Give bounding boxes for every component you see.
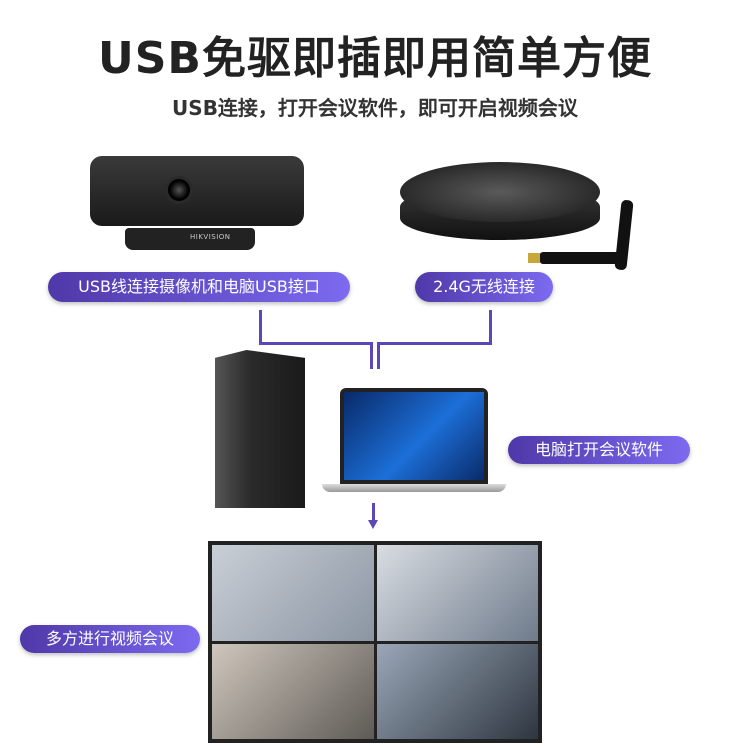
video-feed-panel	[376, 643, 538, 739]
usb-dongle	[540, 252, 620, 264]
connector-line	[489, 310, 492, 345]
webcam-mount	[125, 228, 255, 250]
arrow-down-icon	[372, 503, 375, 523]
antenna	[614, 199, 634, 271]
webcam-body	[90, 156, 304, 226]
laptop-screen	[340, 388, 488, 484]
wireless-connection-label: 2.4G无线连接	[415, 272, 553, 302]
speakerphone-top	[400, 162, 600, 222]
conference-display-image	[208, 541, 542, 743]
desktop-tower-image	[215, 350, 305, 508]
page-subtitle: USB连接，打开会议软件，即可开启视频会议	[172, 96, 578, 120]
connector-line	[259, 342, 373, 345]
windows-desktop	[344, 392, 484, 480]
video-feed-panel	[212, 643, 374, 739]
page-title: USB免驱即插即用简单方便	[98, 33, 652, 84]
usb-dongle-connector	[528, 253, 542, 263]
connector-line	[377, 342, 380, 369]
video-feed-panel	[376, 545, 538, 641]
connector-line	[370, 342, 373, 369]
webcam-lens	[165, 176, 193, 204]
multi-party-label: 多方进行视频会议	[20, 625, 200, 653]
arrow-head-icon	[368, 520, 378, 529]
webcam-logo: HIKVISION	[190, 233, 231, 241]
video-feed-panel	[212, 545, 374, 641]
laptop-base	[322, 484, 506, 492]
open-software-label: 电脑打开会议软件	[508, 436, 690, 464]
camera-connection-label: USB线连接摄像机和电脑USB接口	[48, 272, 350, 302]
connector-line	[259, 310, 262, 345]
connector-line	[377, 342, 492, 345]
